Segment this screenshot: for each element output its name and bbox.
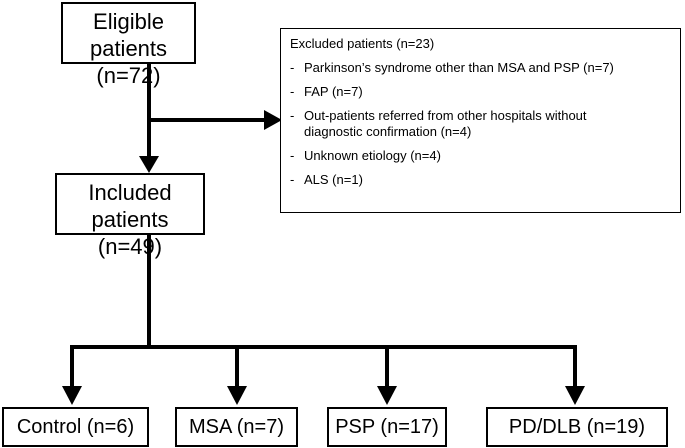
list-dash: -: [290, 172, 295, 187]
list-dash: -: [290, 84, 295, 99]
included-patients-box: Included patients (n=49): [55, 173, 205, 259]
msa-arrowhead: [227, 386, 247, 405]
msa-group-box: MSA (n=7): [175, 407, 298, 447]
exclusion-text: FAP (n=7): [304, 84, 363, 99]
included-count: (n=49): [97, 234, 163, 259]
eligible-patients-box: Eligible patients (n=72): [61, 2, 196, 88]
exclusion-item: - FAP (n=7): [290, 84, 670, 100]
exclusion-text: ALS (n=1): [304, 172, 363, 187]
exclusion-reasons-list: - Parkinson’s syndrome other than MSA an…: [290, 60, 670, 188]
exclusion-text: Out-patients referred from other hospita…: [304, 108, 587, 123]
excluded-arrowhead: [264, 110, 282, 130]
control-group-box: Control (n=6): [2, 407, 149, 447]
psp-group-box: PSP (n=17): [327, 407, 447, 447]
included-arrowhead: [139, 156, 159, 173]
included-title: Included patients: [88, 180, 172, 232]
pd-dlb-group-box: PD/DLB (n=19): [486, 407, 668, 447]
control-arrowhead: [62, 386, 82, 405]
psp-arrowhead: [377, 386, 397, 405]
pd-arrowhead: [565, 386, 585, 405]
exclusion-item: - Parkinson’s syndrome other than MSA an…: [290, 60, 670, 76]
list-dash: -: [290, 108, 295, 123]
exclusion-text: Parkinson’s syndrome other than MSA and …: [304, 60, 614, 75]
list-dash: -: [290, 60, 295, 75]
excluded-title: Excluded patients (n=23): [290, 36, 435, 51]
excluded-patients-box: Excluded patients (n=23) - Parkinson’s s…: [280, 28, 681, 213]
eligible-title: Eligible patients: [89, 9, 168, 61]
psp-group-label: PSP (n=17): [335, 416, 439, 438]
exclusion-item: - Out-patients referred from other hospi…: [290, 108, 670, 140]
eligible-count: (n=72): [96, 63, 161, 88]
exclusion-item: - Unknown etiology (n=4): [290, 148, 670, 164]
exclusion-text: Unknown etiology (n=4): [304, 148, 441, 163]
list-dash: -: [290, 148, 295, 163]
pd-dlb-group-label: PD/DLB (n=19): [508, 416, 646, 438]
exclusion-text-continued: diagnostic confirmation (n=4): [304, 124, 472, 139]
exclusion-item: - ALS (n=1): [290, 172, 670, 188]
msa-group-label: MSA (n=7): [188, 416, 285, 438]
control-group-label: Control (n=6): [16, 416, 135, 438]
